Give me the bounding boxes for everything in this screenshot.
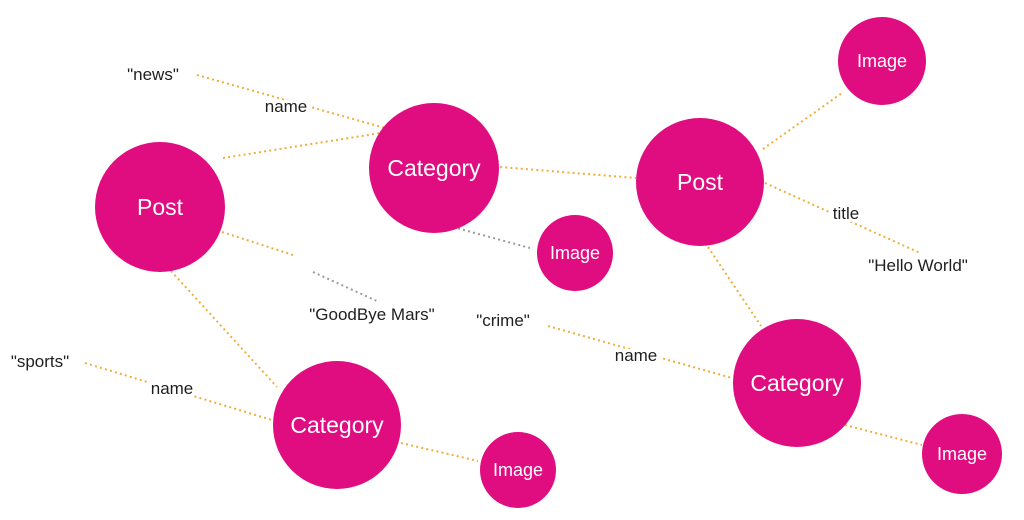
node-post-left-circle[interactable] bbox=[95, 142, 225, 272]
literal-crime: "crime" bbox=[476, 311, 530, 330]
edge-label-name-sports: name bbox=[151, 379, 194, 398]
node-image-bottom-right-circle[interactable] bbox=[922, 414, 1002, 494]
edge-labels: name title name name bbox=[148, 94, 863, 401]
edge-post-right-category-bottom-right bbox=[707, 246, 762, 327]
node-image-center-circle[interactable] bbox=[537, 215, 613, 291]
edges bbox=[84, 74, 923, 462]
literal-hello-world: "Hello World" bbox=[868, 256, 968, 275]
node-image-bottom-right[interactable]: Image bbox=[922, 414, 1002, 494]
node-category-bottom-left-circle[interactable] bbox=[273, 361, 401, 489]
node-category-bottom-right[interactable]: Category bbox=[733, 319, 861, 447]
node-post-left[interactable]: Post bbox=[95, 142, 225, 272]
edge-category-bottom-left-sports bbox=[84, 362, 273, 421]
edge-post-left-stub bbox=[221, 231, 294, 256]
node-image-bottom-circle[interactable] bbox=[480, 432, 556, 508]
edge-category-bottom-left-image-bottom bbox=[400, 442, 479, 462]
edge-category-center-news bbox=[196, 74, 386, 129]
node-post-right-circle[interactable] bbox=[636, 118, 764, 246]
literal-goodbye-mars: "GoodBye Mars" bbox=[309, 305, 434, 324]
node-post-right[interactable]: Post bbox=[636, 118, 764, 246]
edge-post-left-category-bottom-left bbox=[170, 270, 278, 388]
node-image-top-right-circle[interactable] bbox=[838, 17, 926, 105]
edge-to-goodbye-mars bbox=[312, 271, 380, 303]
edge-post-right-hello-world bbox=[764, 182, 921, 254]
literal-values: "news" "GoodBye Mars" "crime" "Hello Wor… bbox=[8, 62, 971, 374]
edge-label-name-news: name bbox=[265, 97, 308, 116]
node-category-center-circle[interactable] bbox=[369, 103, 499, 233]
literal-sports: "sports" bbox=[11, 352, 69, 371]
node-image-top-right[interactable]: Image bbox=[838, 17, 926, 105]
edge-category-bottom-right-crime bbox=[547, 325, 733, 379]
edge-category-center-image-center bbox=[452, 226, 531, 249]
edge-label-name-crime: name bbox=[615, 346, 658, 365]
nodes: Post Category Image Post Image Category … bbox=[95, 17, 1002, 508]
node-category-bottom-left[interactable]: Category bbox=[273, 361, 401, 489]
edge-label-title: title bbox=[833, 204, 859, 223]
edge-category-bottom-right-image-bottom-right bbox=[844, 424, 923, 446]
edge-post-left-category-center bbox=[222, 131, 388, 159]
literal-news: "news" bbox=[127, 65, 179, 84]
node-image-center[interactable]: Image bbox=[537, 215, 613, 291]
node-image-bottom[interactable]: Image bbox=[480, 432, 556, 508]
edge-category-center-post-right bbox=[499, 166, 637, 179]
node-category-center[interactable]: Category bbox=[369, 103, 499, 233]
node-category-bottom-right-circle[interactable] bbox=[733, 319, 861, 447]
edge-post-right-image-top-right bbox=[762, 92, 843, 150]
